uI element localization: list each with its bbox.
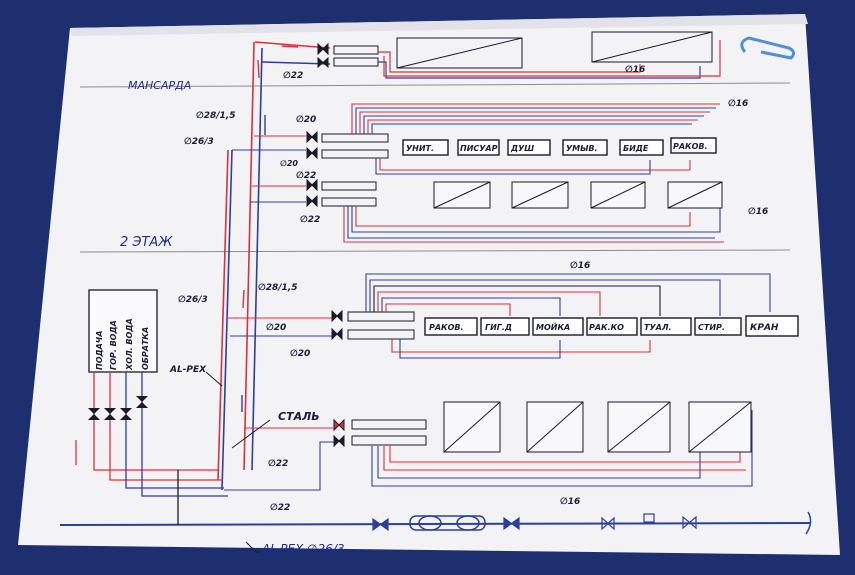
second-floor-pipes [232, 103, 724, 243]
attic-label-16: ∅16 [625, 65, 645, 75]
first-label-radiators-16: ∅16 [560, 497, 580, 507]
first-floor-fixtures [424, 315, 799, 337]
steel-label: СТАЛЬ [278, 410, 320, 423]
al-pex-arrow [205, 371, 223, 387]
al-pex-label: AL-PEX [169, 365, 207, 375]
first-label-cold: ∅20 [290, 349, 310, 359]
paper-sheet [18, 14, 840, 555]
fixture-label: ДУШ [510, 144, 534, 153]
second-floor-fixtures [402, 137, 717, 156]
attic-radiators [396, 31, 713, 69]
second-label-fixtures-16: ∅16 [728, 99, 748, 109]
second-floor-manifolds [306, 130, 389, 208]
floor-label-attic: МАНСАРДА [128, 79, 191, 92]
second-label-radiators-16: ∅16 [748, 207, 768, 217]
main-line-label: AL-PEX ∅26/3 [261, 542, 345, 556]
first-label-hot: ∅20 [266, 323, 286, 333]
fixture-label: РАКОВ. [673, 142, 708, 151]
second-floor-line [79, 249, 791, 253]
fixture-label: РАКОВ. [429, 323, 464, 332]
steel-arrow [231, 419, 271, 449]
pump-icon [409, 515, 486, 531]
fixture-label: МОЙКА [536, 321, 570, 332]
main-line-pointer [245, 541, 260, 553]
attic-manifold [317, 42, 379, 69]
first-label-heat-1: ∅22 [268, 459, 288, 469]
riser-label-lower-right: ∅28/1,5 [258, 283, 297, 293]
attic-floor-line [79, 82, 791, 88]
first-floor-pipes [224, 273, 771, 491]
second-label-heat-1: ∅22 [296, 171, 316, 181]
fixture-label: РАК.КО [589, 323, 624, 332]
second-label-cold: ∅20 [280, 159, 298, 168]
first-label-heat-2: ∅22 [270, 503, 290, 513]
fixture-label: ТУАЛ. [644, 323, 672, 332]
fixture-label: БИДЕ [623, 144, 649, 153]
riser-label-left: ∅28/1,5 [196, 111, 235, 121]
first-label-fixtures-16: ∅16 [570, 261, 590, 271]
supply-label: ГОР. ВОДА [109, 320, 118, 370]
fixture-label: УНИТ. [406, 144, 434, 153]
fixture-label: ГИГ.Д [485, 323, 512, 332]
second-floor-radiators [433, 181, 723, 209]
main-line-end [805, 511, 812, 535]
main-line-valves [372, 513, 697, 532]
supply-box-valves [88, 396, 148, 420]
second-label-hot: ∅20 [296, 115, 316, 125]
riser-label-right: ∅26/3 [184, 137, 214, 147]
paper-edge [70, 14, 808, 36]
fixture-label: СТИР. [698, 323, 725, 332]
second-label-heat-2: ∅22 [300, 215, 320, 225]
flow-arrows [241, 45, 299, 412]
supply-label: ХОЛ. ВОДА [125, 318, 134, 371]
first-floor-fixture-labels: РАКОВ. ГИГ.Д МОЙКА РАК.КО ТУАЛ. СТИР. КР… [429, 321, 779, 333]
floor-label-second: 2 ЭТАЖ [120, 235, 173, 250]
supply-box [88, 289, 158, 373]
supply-box-labels: ПОДАЧА ГОР. ВОДА ХОЛ. ВОДА ОБРАТКА [95, 318, 150, 371]
paper-clip [740, 36, 796, 60]
attic-pipes [378, 40, 721, 79]
fixture-label: УМЫВ. [566, 144, 598, 153]
supply-label: ПОДАЧА [95, 331, 104, 370]
attic-label-22: ∅22 [283, 71, 303, 81]
second-floor-fixture-labels: УНИТ. ПИСУАР ДУШ УМЫВ. БИДЕ РАКОВ. [406, 142, 708, 153]
first-floor-radiators [443, 401, 752, 453]
fixture-label: ПИСУАР [460, 144, 498, 153]
fixture-label: КРАН [750, 323, 779, 333]
riser-label-lower-left: ∅26/3 [178, 295, 208, 305]
supply-label: ОБРАТКА [141, 327, 150, 370]
main-line [59, 522, 811, 526]
